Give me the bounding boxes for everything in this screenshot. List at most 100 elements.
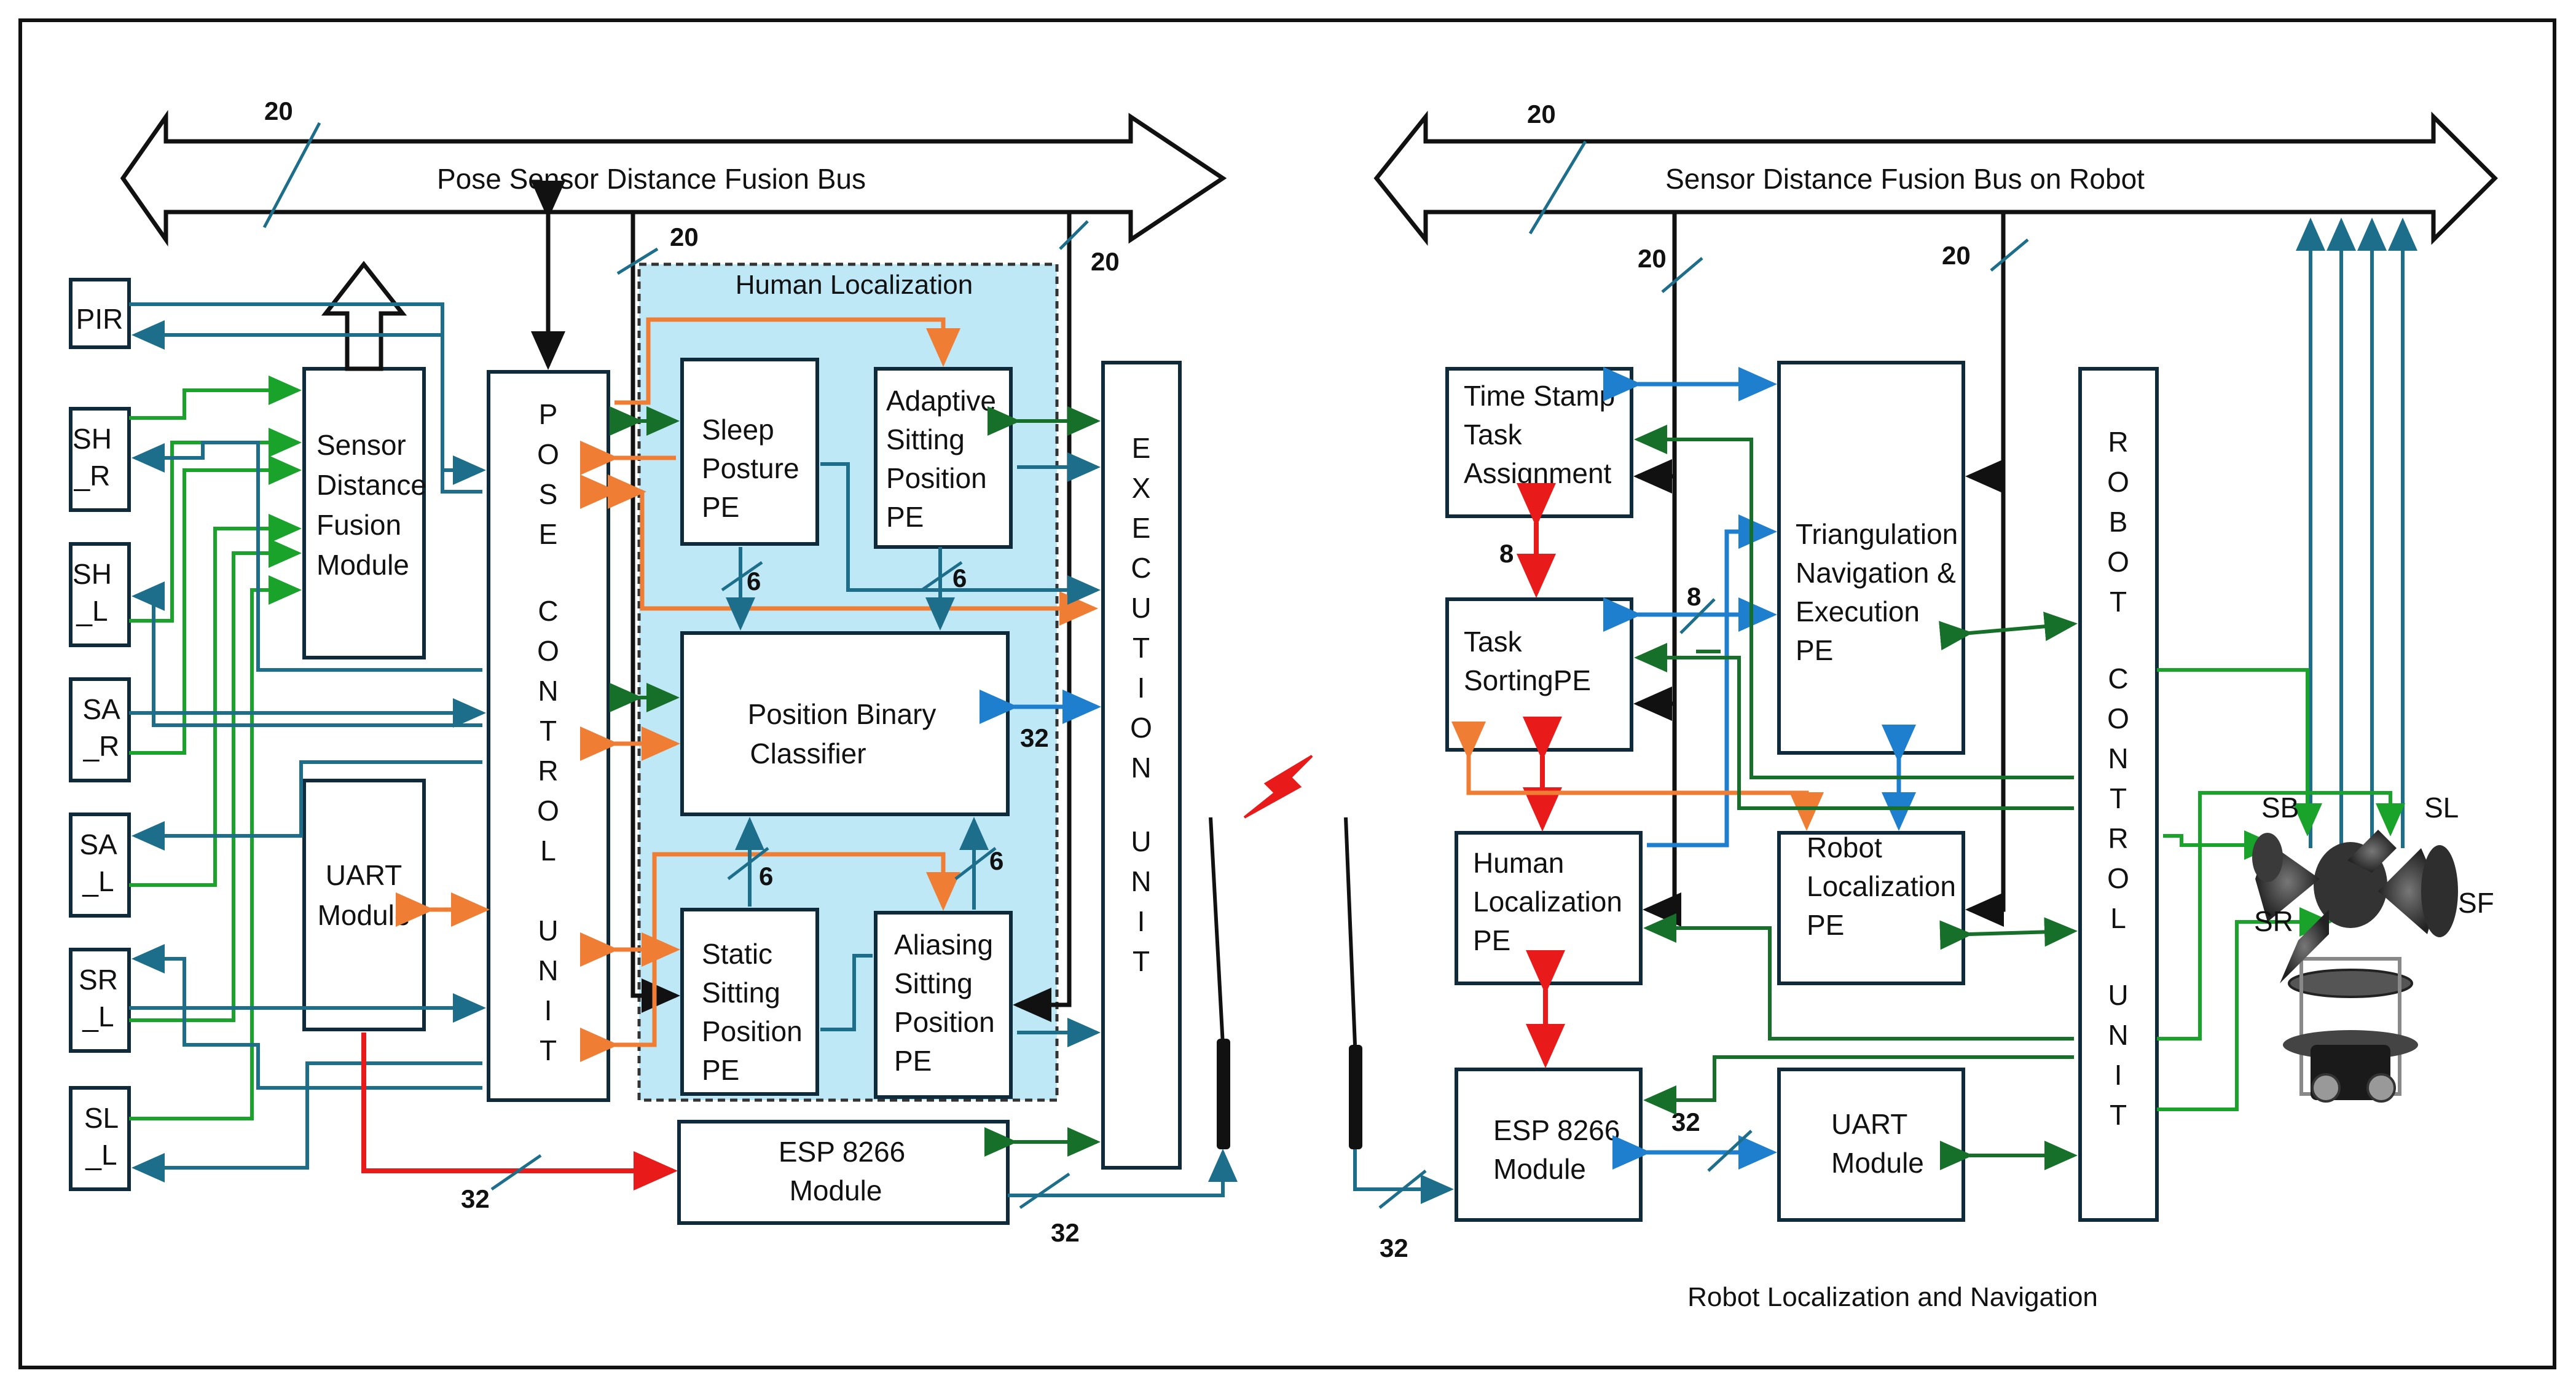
svg-text:O: O [537, 795, 559, 827]
svg-text:N: N [2108, 1019, 2128, 1051]
robot-loc-label-2: Localization [1807, 870, 1956, 902]
speaker-sr-label: SR [2254, 905, 2293, 937]
robot-w32-b: 32 [1671, 1108, 1700, 1136]
human-loc-label-3: PE [1473, 924, 1510, 956]
svg-text:Sensor: Sensor [316, 429, 406, 461]
triangulation-label-2: Navigation & [1796, 557, 1956, 589]
svg-text:T: T [2110, 586, 2127, 618]
sleep-posture-label-2: Posture [702, 452, 799, 484]
left-esp-module [677, 1120, 1010, 1225]
human-loc-label-1: Human [1473, 847, 1564, 879]
position-binary-label-1: Position Binary [748, 698, 937, 730]
right-connectors: 20 20 32 32 8 8 [1353, 212, 2417, 1262]
svg-text:R: R [538, 755, 558, 787]
left-esp-label-2: Module [790, 1175, 882, 1206]
static-label-3: Position [702, 1015, 803, 1047]
time-stamp-label-2: Task [1464, 419, 1523, 451]
right-uart-label-2: Module [1831, 1147, 1924, 1179]
right-esp-module [1455, 1068, 1643, 1222]
sensor-boxes: PIR SH _R SH _L SA _R SA _L SR _L SL _L [69, 278, 131, 1191]
speaker-sf-label: SF [2458, 887, 2494, 919]
robot-w32-a: 32 [1380, 1234, 1408, 1262]
svg-text:U: U [538, 915, 558, 946]
svg-text:O: O [2107, 702, 2129, 734]
svg-text:C: C [538, 595, 558, 627]
speaker-sb-label: SB [2261, 792, 2299, 824]
left-uart-label-1: UART [326, 859, 402, 891]
right-panel-caption: Robot Localization and Navigation [1687, 1282, 2098, 1312]
w6c: 6 [759, 862, 773, 891]
w6a: 6 [747, 567, 761, 596]
sensor-sa-l: SA [79, 828, 117, 860]
sleep-posture-pe [680, 358, 819, 546]
robot-localization-pe [1777, 831, 1965, 985]
sensor-sh-l-sub: _L [76, 595, 108, 627]
execution-unit [1101, 361, 1182, 1170]
robot-control-unit [2078, 367, 2159, 1222]
sensor-pir: PIR [76, 303, 124, 335]
svg-text:S: S [539, 478, 558, 510]
sleep-posture-label-1: Sleep [702, 414, 774, 446]
static-label-2: Sitting [702, 977, 780, 1009]
sensor-sl-l-sub: _L [85, 1139, 117, 1171]
svg-text:Distance: Distance [316, 469, 426, 501]
aliasing-label-1: Aliasing [894, 929, 993, 961]
triangulation-label-1: Triangulation [1796, 518, 1958, 550]
diagram-frame [18, 18, 2556, 1369]
svg-text:O: O [2107, 466, 2129, 498]
w6d: 6 [989, 846, 1003, 875]
svg-text:U: U [1131, 592, 1151, 624]
adaptive-sitting-pe [874, 367, 1013, 549]
adaptive-label-3: Position [886, 462, 987, 494]
svg-text:E: E [1132, 512, 1151, 544]
pose-sensor-bus [120, 109, 1227, 247]
static-label-1: Static [702, 938, 772, 970]
adaptive-label-4: PE [886, 501, 924, 533]
svg-text:C: C [2108, 663, 2128, 694]
fusion-up-arrow [321, 261, 407, 371]
time-stamp-label-1: Time Stamp [1464, 380, 1615, 412]
svg-text:I: I [1137, 672, 1145, 704]
svg-text:X: X [1132, 472, 1151, 504]
svg-text:R: R [2108, 426, 2128, 458]
robot-bus-branch-1: 20 [1638, 244, 1667, 273]
svg-text:N: N [538, 954, 558, 986]
svg-text:N: N [1131, 865, 1151, 897]
triangulation-pe [1777, 361, 1965, 755]
time-stamp-label-3: Assignment [1464, 457, 1612, 489]
sensor-fusion-module [302, 367, 426, 659]
aliasing-label-4: PE [894, 1045, 932, 1077]
robot-sensor-bus [1373, 111, 2498, 246]
sensor-sh-r: SH [73, 423, 112, 455]
svg-text:C: C [1131, 552, 1151, 584]
svg-text:O: O [537, 635, 559, 667]
svg-text:I: I [2115, 1059, 2122, 1091]
sensor-fusion-label: Sensor Distance Fusion Module [316, 429, 426, 581]
svg-text:T: T [2110, 1099, 2127, 1131]
svg-text:O: O [1130, 712, 1152, 744]
sensor-sh-r-sub: _R [74, 460, 111, 492]
svg-text:P: P [539, 398, 558, 430]
triangulation-label-3: Execution [1796, 596, 1920, 628]
adaptive-label-2: Sitting [886, 423, 965, 455]
task-sorting-label-2: SortingPE [1464, 664, 1591, 696]
w32-left-a: 32 [461, 1184, 490, 1213]
task-sorting-label-1: Task [1464, 626, 1523, 658]
sensor-sa-r: SA [82, 693, 120, 725]
svg-text:T: T [2110, 782, 2127, 814]
bus-width-label: 20 [264, 96, 293, 125]
robot-w8-b: 8 [1687, 582, 1701, 611]
sensor-sr-l-sub: _L [82, 1001, 114, 1033]
svg-text:L: L [540, 835, 556, 867]
bus-branch-2: 20 [1091, 247, 1120, 276]
sensor-sl-l: SL [84, 1102, 119, 1134]
robot-loc-label-3: PE [1807, 909, 1844, 941]
svg-text:O: O [2107, 546, 2129, 578]
svg-text:E: E [1132, 432, 1151, 464]
left-connectors: 20 20 32 [129, 181, 1238, 1247]
svg-text:L: L [2110, 902, 2126, 934]
robot-illustration: SB SL SR SF [2252, 792, 2494, 1103]
aliasing-label-3: Position [894, 1006, 995, 1038]
left-antenna [1209, 817, 1230, 1149]
